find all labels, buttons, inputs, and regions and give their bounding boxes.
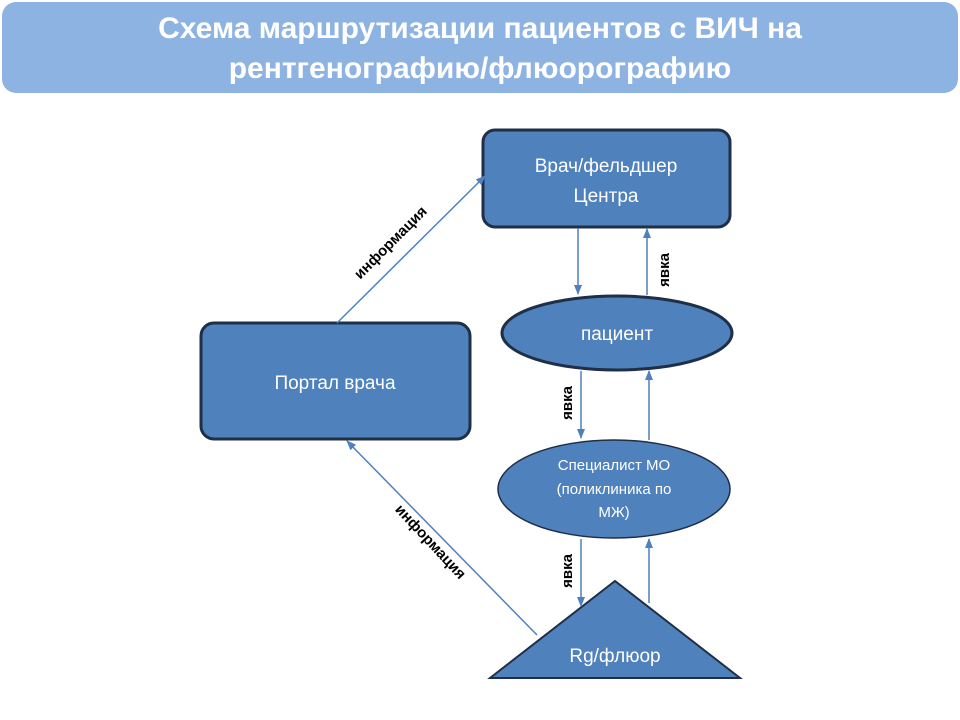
rg-label: Rg/флюор (569, 646, 660, 667)
page-title: Схема маршрутизации пациентов с ВИЧ на р… (2, 2, 958, 93)
specialist-label-line-3: МЖ) (598, 504, 629, 521)
edge-label-rg-to-portal: информация (391, 501, 469, 583)
doctor-label-line-1: Врач/фельдшер (535, 156, 678, 177)
portal-label: Портал врача (274, 373, 396, 394)
title-line-2: рентгенографию/флюорографию (228, 51, 732, 85)
edge-label-patient-to-doctor: явка (656, 252, 673, 286)
arrow-rg-to-portal (346, 440, 538, 636)
edge-label-rg-to-specialist: явка (559, 553, 576, 587)
title-line-1: Схема маршрутизации пациентов с ВИЧ на (158, 11, 802, 45)
portal-node: Портал врача (199, 321, 472, 441)
doctor-label-line-2: Центра (574, 186, 639, 207)
edge-label-specialist-to-patient: явка (559, 385, 576, 419)
rg-node: Rg/флюор (487, 579, 743, 679)
specialist-label-line-1: Специалист МО (558, 457, 670, 474)
arrow-portal-to-doctor (336, 175, 486, 324)
specialist-label-line-2: (поликлиника по (557, 481, 672, 498)
patient-node: пациент (500, 294, 734, 372)
specialist-node: Специалист МО (поликлиника по МЖ) (497, 439, 731, 539)
patient-label: пациент (581, 324, 653, 345)
doctor-node: Врач/фельдшер Центра (481, 128, 732, 229)
